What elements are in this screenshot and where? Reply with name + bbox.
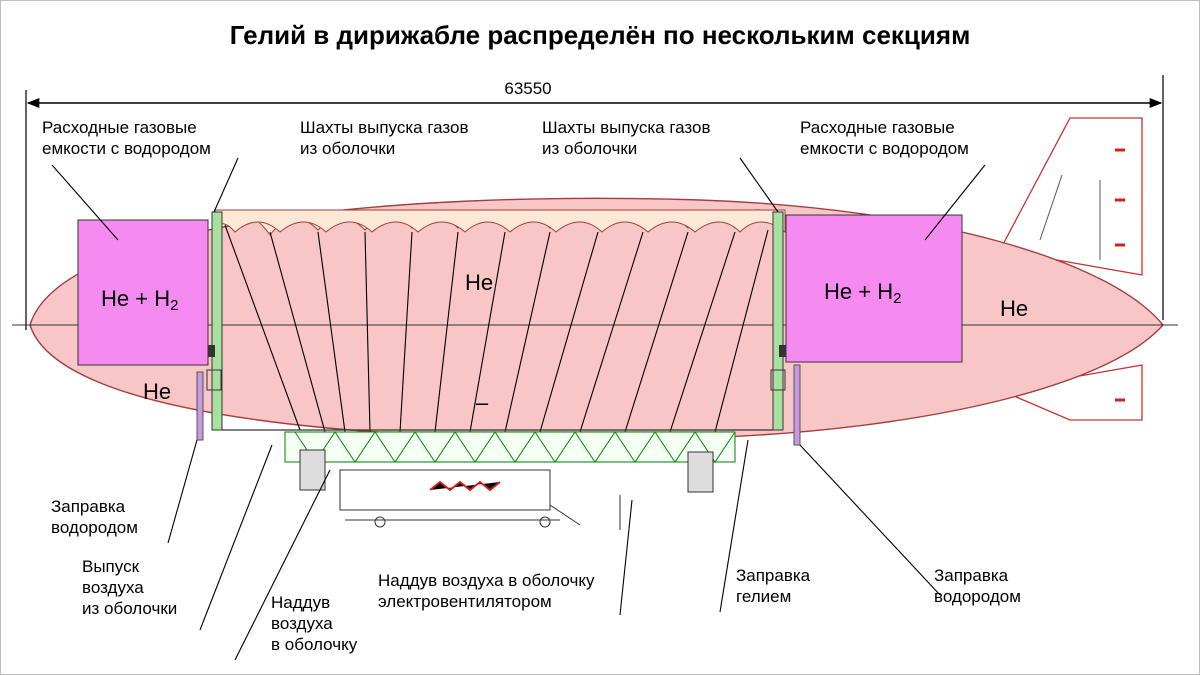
- gas-label-left-he: He: [143, 379, 171, 404]
- gondola-truss: [284, 431, 736, 463]
- leader-lines: [51, 157, 986, 661]
- label-tanks-left: Расходные газовые емкости с водородом: [42, 118, 211, 158]
- gas-shafts: [206, 211, 787, 431]
- length-dimension: 63550: [25, 75, 1164, 330]
- lower-fin: [997, 364, 1143, 421]
- label-tanks-right: Расходные газовые емкости с водородом: [800, 118, 969, 158]
- label-refuel-h2-left: Заправка водородом: [51, 497, 138, 537]
- gas-label-center-he: He: [465, 270, 493, 295]
- hydrogen-valve-right: [793, 364, 801, 446]
- gas-label-right-mix: He + H2: [824, 279, 901, 307]
- right-gas-shaft: [772, 211, 784, 431]
- gas-labels: He + H2 He + H2 He He He: [101, 270, 1028, 404]
- tail-fins: [997, 117, 1143, 421]
- gondola-red-detail: [429, 480, 501, 492]
- label-shafts-left: Шахты выпуска газов из оболочки: [300, 118, 473, 158]
- gondola-cabin: [299, 449, 714, 530]
- label-shafts-right: Шахты выпуска газов из оболочки: [542, 118, 715, 158]
- diagram-title: Гелий в дирижабле распределён по несколь…: [229, 20, 971, 50]
- cell-partitions: [224, 224, 769, 433]
- label-air-release: Выпуск воздуха из оболочки: [82, 557, 177, 618]
- mixed-gas-tank-right: [785, 214, 963, 363]
- label-fan-inflate: Наддув воздуха в оболочку электровентиля…: [378, 571, 599, 611]
- center-dash: –: [476, 390, 489, 415]
- mixed-gas-tank-left: [77, 219, 209, 366]
- upper-fin: [999, 117, 1143, 276]
- label-refuel-he: Заправка гелием: [736, 566, 815, 606]
- label-refuel-h2-right: Заправка водородом: [934, 566, 1021, 606]
- left-gas-shaft: [211, 211, 223, 431]
- gas-label-left-mix: He + H2: [101, 286, 178, 314]
- hydrogen-valve-left: [196, 371, 204, 441]
- label-air-inflate: Наддув воздуха в оболочку: [271, 593, 358, 654]
- dimension-value: 63550: [504, 79, 551, 98]
- gas-label-tail-he: He: [1000, 296, 1028, 321]
